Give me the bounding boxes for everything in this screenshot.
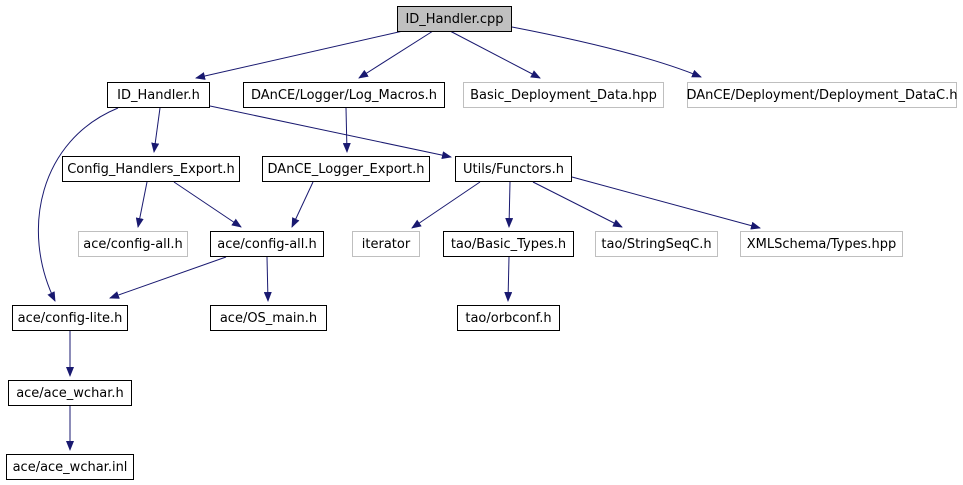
edge-id-handler-cpp-to-log-macros-h	[358, 30, 434, 79]
graph-node-utils-functors[interactable]: Utils/Functors.h	[455, 156, 572, 182]
edge-config-handlers-export-to-ace-config-all	[173, 181, 242, 228]
graph-node-ace-os-main[interactable]: ace/OS_main.h	[210, 305, 327, 331]
graph-node-ace-ace-wchar-h[interactable]: ace/ace_wchar.h	[8, 380, 132, 406]
edge-config-handlers-export-to-ace-config-all-leaf	[135, 181, 148, 228]
edge-id-handler-cpp-to-deployment-datac-h	[511, 26, 702, 78]
graph-node-id-handler-h[interactable]: ID_Handler.h	[107, 82, 210, 108]
edge-id-handler-h-to-ace-config-lite	[37, 107, 119, 302]
edge-log-macros-h-to-dance-logger-export	[342, 107, 351, 153]
edge-ace-config-all-to-ace-os-main	[263, 256, 272, 302]
graph-node-xmlschema-types[interactable]: XMLSchema/Types.hpp	[740, 231, 903, 257]
graph-node-basic-deployment-data[interactable]: Basic_Deployment_Data.hpp	[463, 82, 664, 108]
graph-node-ace-ace-wchar-inl[interactable]: ace/ace_wchar.inl	[6, 454, 134, 480]
graph-node-dance-logger-export[interactable]: DAnCE_Logger_Export.h	[262, 156, 430, 182]
graph-node-iterator[interactable]: iterator	[352, 231, 420, 257]
edge-ace-config-all-to-ace-config-lite	[109, 256, 227, 299]
graph-node-ace-config-lite[interactable]: ace/config-lite.h	[12, 305, 128, 331]
edge-group	[37, 26, 761, 451]
edge-id-handler-h-to-config-handlers-export	[151, 107, 161, 153]
graph-node-tao-stringseqc[interactable]: tao/StringSeqC.h	[595, 231, 718, 257]
edge-id-handler-cpp-to-id-handler-h	[195, 30, 404, 80]
edge-utils-functors-to-tao-basic-types	[505, 181, 514, 228]
edge-id-handler-cpp-to-basic-deployment-data	[449, 30, 541, 79]
edge-utils-functors-to-tao-stringseqc	[532, 181, 623, 228]
edge-tao-basic-types-to-tao-orbconf	[504, 256, 513, 302]
graph-node-tao-basic-types[interactable]: tao/Basic_Types.h	[443, 231, 574, 257]
edge-utils-functors-to-iterator	[411, 181, 481, 229]
graph-node-ace-config-all-leaf[interactable]: ace/config-all.h	[78, 231, 188, 257]
edge-dance-logger-export-to-ace-config-all	[291, 181, 314, 228]
graph-node-config-handlers-export[interactable]: Config_Handlers_Export.h	[62, 156, 240, 182]
graph-node-log-macros-h[interactable]: DAnCE/Logger/Log_Macros.h	[243, 82, 445, 108]
edge-utils-functors-to-xmlschema-types	[571, 176, 761, 230]
graph-node-id-handler-cpp[interactable]: ID_Handler.cpp	[397, 6, 512, 32]
graph-node-ace-config-all[interactable]: ace/config-all.h	[210, 231, 324, 257]
graph-node-deployment-datac-h[interactable]: DAnCE/Deployment/Deployment_DataC.h	[687, 82, 958, 108]
edge-id-handler-h-to-utils-functors	[209, 105, 452, 160]
graph-node-tao-orbconf[interactable]: tao/orbconf.h	[457, 305, 560, 331]
